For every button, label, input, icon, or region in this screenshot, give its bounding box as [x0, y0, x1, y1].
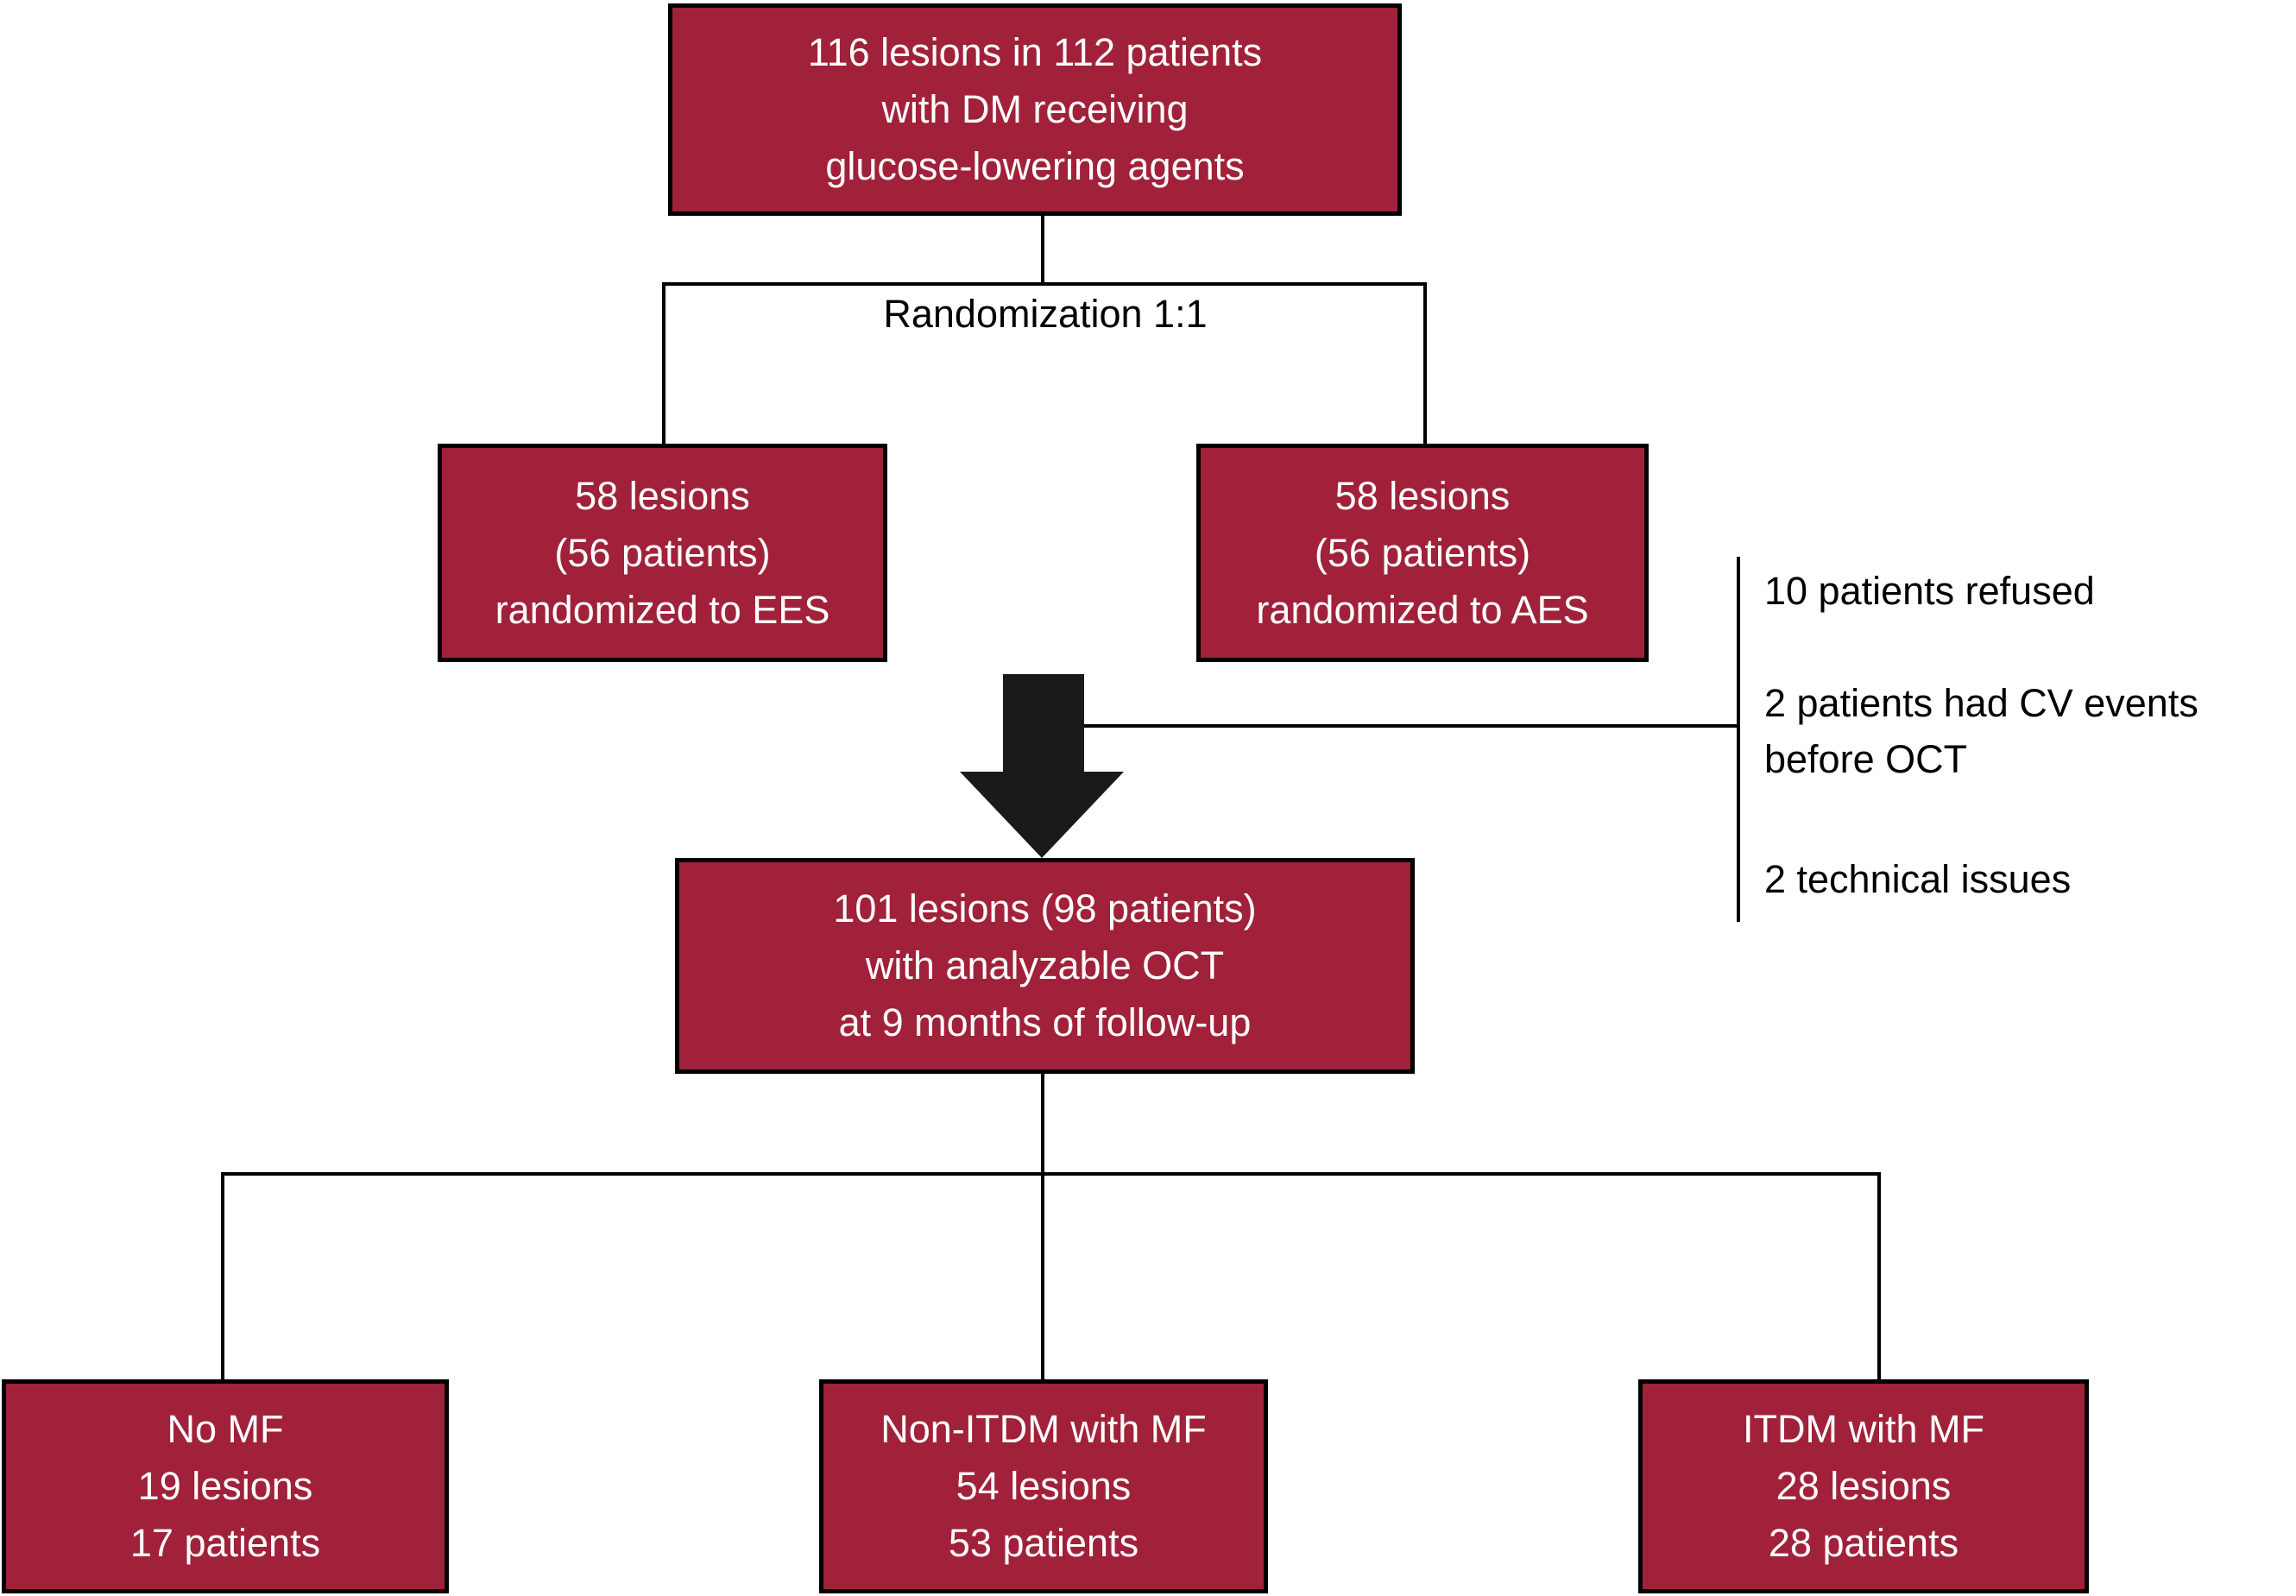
exclusion-line: 2 patients had CV events: [1764, 681, 2198, 725]
enrollment-box: 116 lesions in 112 patients with DM rece…: [668, 3, 1402, 216]
connector-analyzable-down: [1041, 1072, 1044, 1381]
box-line: ITDM with MF: [1743, 1407, 1984, 1451]
no-mf-box: No MF 19 lesions 17 patients: [2, 1379, 449, 1593]
box-line: with analyzable OCT: [865, 943, 1225, 987]
box-line: No MF: [167, 1407, 284, 1451]
box-line: Non-ITDM with MF: [880, 1407, 1207, 1451]
box-line: at 9 months of follow-up: [838, 1000, 1252, 1044]
box-line: 28 lesions: [1776, 1464, 1952, 1508]
ees-arm-box: 58 lesions (56 patients) randomized to E…: [438, 444, 887, 662]
exclusion-connector: [1081, 724, 1738, 728]
connector-ees-drop: [662, 282, 665, 446]
box-line: 58 lesions: [575, 473, 750, 518]
box-line: 17 patients: [129, 1521, 321, 1565]
randomization-crossbar: [664, 282, 1427, 286]
exclusion-item-refused: 10 patients refused: [1764, 563, 2095, 619]
box-line: (56 patients): [1314, 530, 1531, 575]
box-line: with DM receiving: [881, 87, 1189, 131]
non-itdm-mf-box: Non-ITDM with MF 54 lesions 53 patients: [819, 1379, 1268, 1593]
box-line: 58 lesions: [1334, 473, 1511, 518]
aes-arm-box: 58 lesions (56 patients) randomized to A…: [1196, 444, 1649, 662]
box-line: glucose-lowering agents: [825, 144, 1245, 188]
box-line: 116 lesions in 112 patients: [807, 30, 1263, 74]
exclusion-item-cv-events: 2 patients had CV events before OCT: [1764, 675, 2198, 787]
split-crossbar: [221, 1172, 1881, 1176]
down-arrow-shaft: [1003, 674, 1084, 773]
box-line: 101 lesions (98 patients): [833, 886, 1257, 930]
box-line: randomized to EES: [495, 587, 830, 632]
exclusion-item-technical: 2 technical issues: [1764, 851, 2071, 907]
exclusion-bracket: [1737, 557, 1740, 922]
box-line: 53 patients: [948, 1521, 1139, 1565]
exclusion-line: before OCT: [1764, 737, 1968, 781]
connector-enrollment-down: [1041, 214, 1044, 284]
box-line: 28 patients: [1768, 1521, 1959, 1565]
connector-aes-drop: [1423, 282, 1427, 446]
connector-no-mf-drop: [221, 1172, 224, 1381]
exclusion-line: 2 technical issues: [1764, 857, 2072, 901]
itdm-mf-box: ITDM with MF 28 lesions 28 patients: [1638, 1379, 2089, 1593]
exclusion-line: 10 patients refused: [1764, 569, 2095, 613]
box-line: randomized to AES: [1256, 587, 1589, 632]
randomization-label: Randomization 1:1: [883, 292, 1208, 336]
down-arrow-head: [960, 772, 1124, 858]
analyzable-oct-box: 101 lesions (98 patients) with analyzabl…: [675, 858, 1415, 1074]
box-line: 54 lesions: [956, 1464, 1132, 1508]
connector-itdm-drop: [1877, 1172, 1881, 1381]
box-line: (56 patients): [554, 530, 771, 575]
box-line: 19 lesions: [137, 1464, 313, 1508]
